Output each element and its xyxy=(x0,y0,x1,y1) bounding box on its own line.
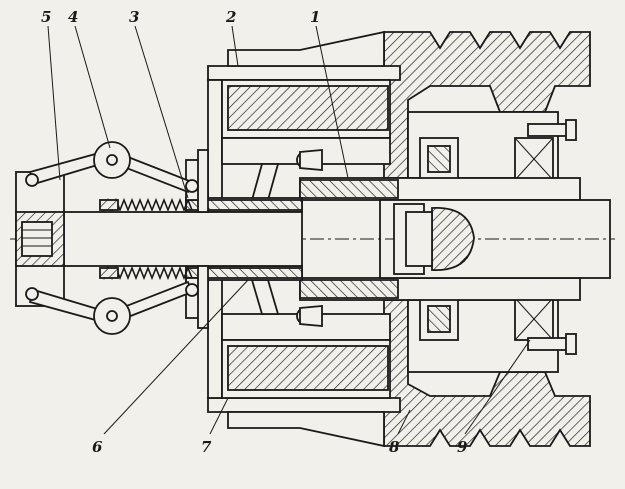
inner-lever-lower xyxy=(250,279,323,327)
housing-drum xyxy=(207,30,401,448)
linkage-arm-upper xyxy=(25,141,199,194)
leader-lines xyxy=(47,25,531,435)
spring-lower xyxy=(99,265,193,281)
spring-upper xyxy=(99,197,193,213)
label-2: 2 xyxy=(225,8,236,26)
bolt-lower-right xyxy=(527,333,577,355)
linkage-arm-lower xyxy=(25,280,199,335)
bearing-upper xyxy=(419,137,554,181)
bearing-lower xyxy=(419,297,554,341)
label-8: 8 xyxy=(389,438,400,456)
label-1: 1 xyxy=(310,8,320,26)
end-cap xyxy=(15,171,65,307)
label-5: 5 xyxy=(41,8,51,26)
sliding-sleeve xyxy=(39,197,303,281)
label-3: 3 xyxy=(129,8,139,26)
shaft-end-nut xyxy=(393,203,475,275)
friction-block-lower xyxy=(221,313,391,399)
label-6: 6 xyxy=(92,438,103,456)
label-7: 7 xyxy=(201,438,212,456)
label-4: 4 xyxy=(68,8,78,26)
bolt-upper-right xyxy=(527,119,577,141)
label-9: 9 xyxy=(457,438,468,456)
